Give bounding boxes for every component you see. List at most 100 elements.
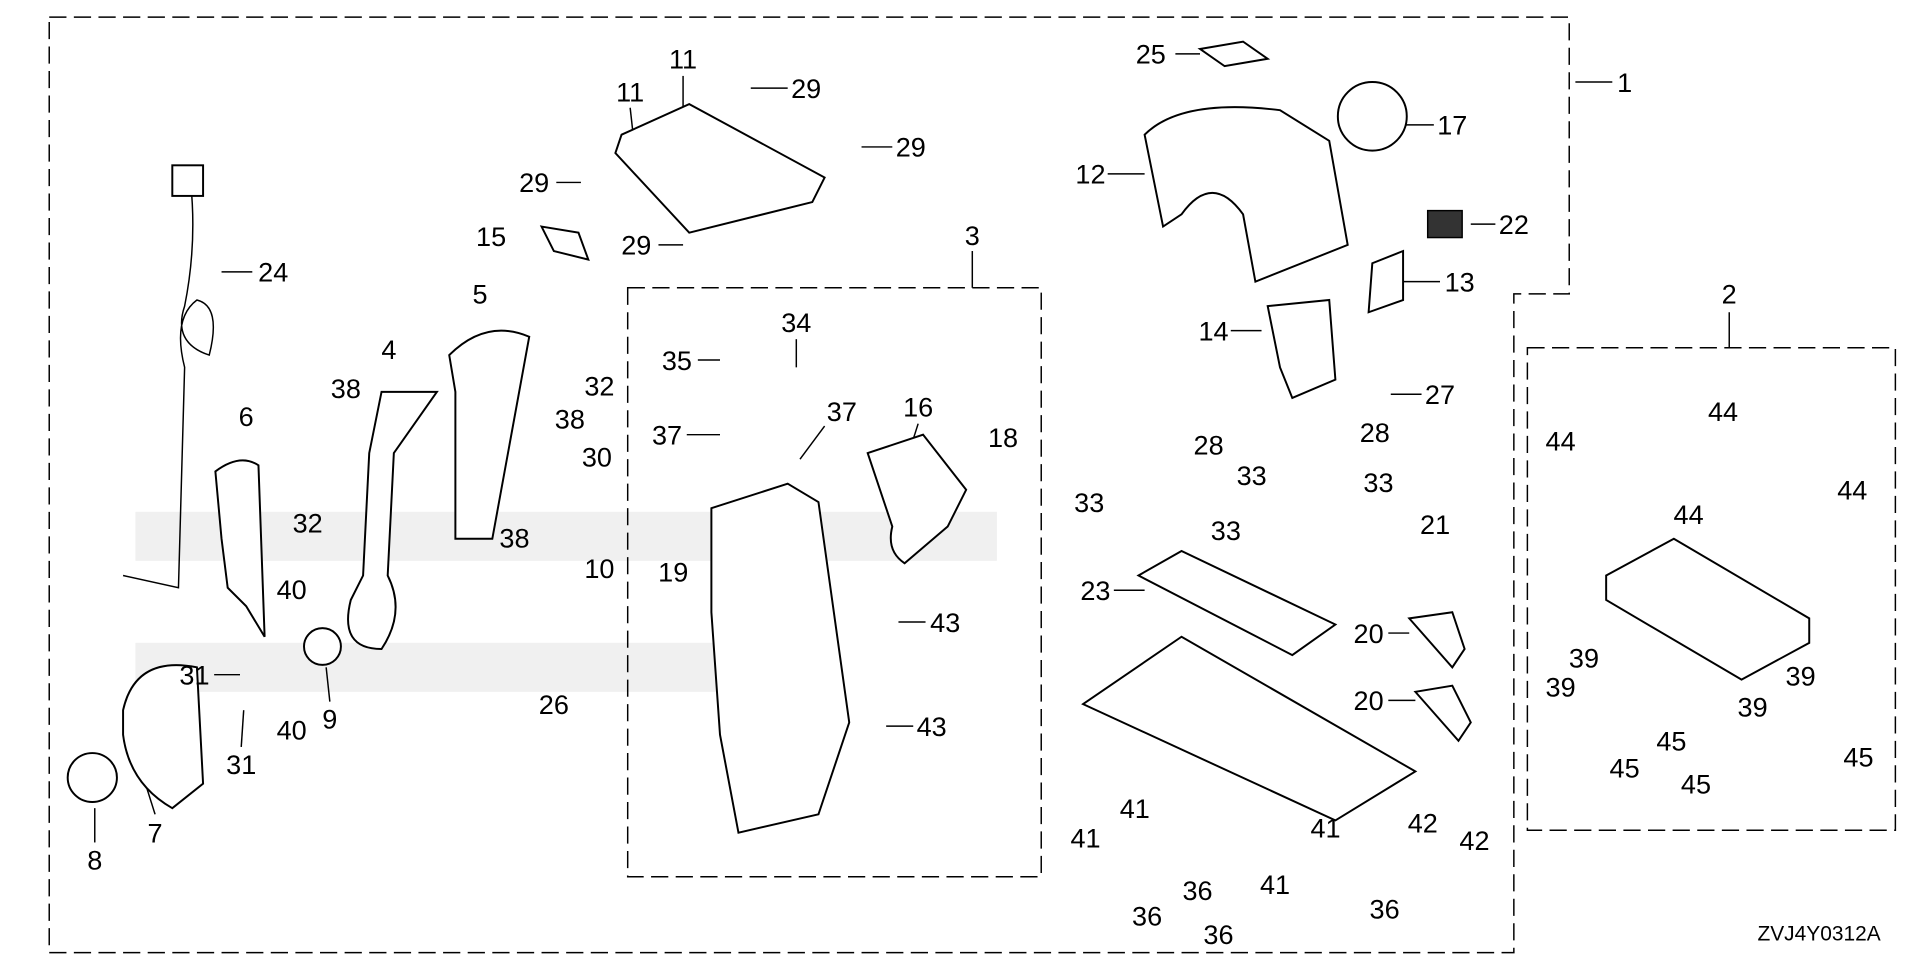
callout-label: 41 [1120,794,1150,824]
callout-label: 43 [917,712,947,742]
callout-label: 33 [1237,461,1267,491]
callout-label: 44 [1546,427,1576,457]
callout-label: 44 [1708,397,1738,427]
callout-label: 29 [896,133,926,163]
callout-label: 33 [1211,516,1241,546]
callout-label: 32 [293,509,323,539]
callout-label: 31 [226,750,256,780]
callout-label: 9 [322,705,337,735]
callout-label: 29 [519,168,549,198]
callout-label: 40 [277,575,307,605]
callout-label: 41 [1070,823,1100,853]
part-23-gasket [1136,549,1338,657]
callout-label: 27 [1425,380,1455,410]
watermark [135,511,997,692]
callout-label: 41 [1310,814,1340,844]
subassembly-box-2 [1526,347,1897,831]
callout-label: 40 [277,716,307,746]
callout-label: 36 [1203,920,1233,950]
callout-label: 35 [662,346,692,376]
part-7-housing [122,664,205,810]
callout-label: 39 [1569,643,1599,673]
part-3-control-box [710,482,851,834]
callout-labels: 1234567891011111213141516171819202021222… [87,40,1873,950]
callout-label: 3 [965,221,980,251]
callout-label: 24 [258,258,288,288]
callout-label: 16 [903,392,933,422]
part-17-ring [1336,81,1408,152]
callout-label: 15 [476,222,506,252]
callout-label: 42 [1408,809,1438,839]
reference-code: ZVJ4Y0312A [1757,922,1880,945]
subassembly-box-3 [626,287,1042,878]
part-5-lever-cover [448,329,531,540]
callout-label: 31 [179,661,209,691]
callout-label: 44 [1674,500,1704,530]
callout-label: 39 [1738,692,1768,722]
callout-label: 36 [1182,876,1212,906]
part-4-lever [347,390,439,650]
callout-label: 10 [584,554,614,584]
part-6-cover [214,459,266,638]
part-22-clip [1426,209,1463,239]
part-14-bracket [1266,298,1337,400]
callout-label: 8 [87,845,102,875]
callout-label: 11 [669,45,697,75]
callout-label: 26 [539,690,569,720]
callout-label: 45 [1656,727,1686,757]
callout-label: 32 [584,372,614,402]
callout-label: 18 [988,423,1018,453]
callout-label: 34 [781,308,811,338]
callout-label: 45 [1681,770,1711,800]
callout-label: 11 [616,78,644,108]
callout-label: 38 [555,405,585,435]
callout-label: 29 [791,74,821,104]
callout-label: 5 [472,280,487,310]
callout-label: 28 [1360,418,1390,448]
callout-label: 42 [1459,826,1489,856]
callout-label: 1 [1617,68,1632,98]
callout-label: 45 [1843,743,1873,773]
callout-label: 38 [499,523,529,553]
assembly-frame-1 [48,16,1570,954]
callout-label: 38 [331,374,361,404]
callout-label: 12 [1075,160,1105,190]
callout-label: 23 [1080,576,1110,606]
callout-label: 33 [1074,488,1104,518]
callout-label: 30 [582,443,612,473]
callout-label: 20 [1354,686,1384,716]
callout-label: 28 [1194,430,1224,460]
part-9-plate [303,627,342,666]
callout-label: 37 [652,421,682,451]
callout-label: 36 [1132,902,1162,932]
callout-label: 36 [1370,894,1400,924]
part-2-spacer [1605,537,1811,681]
callout-label: 20 [1354,619,1384,649]
part-16-plate [866,433,968,565]
callout-label: 22 [1499,210,1529,240]
part-15-clip [539,225,590,261]
part-20-link-b [1413,684,1472,743]
part-shapes [66,40,1811,834]
part-24-plug [171,164,205,197]
callout-label: 4 [381,335,396,365]
part-23-base-plate [1081,635,1418,822]
callout-label: 25 [1136,40,1166,70]
callout-label: 39 [1546,673,1576,703]
leader-lines [94,53,1730,843]
part-20-link-a [1407,611,1466,669]
callout-label: 19 [658,558,688,588]
callout-label: 33 [1363,468,1393,498]
part-11-plate [614,102,826,234]
callout-label: 45 [1610,754,1640,784]
part-24-cable [122,183,215,589]
callout-label: 13 [1445,267,1475,297]
callout-label: 39 [1786,662,1816,692]
callout-label: 17 [1437,111,1467,141]
part-13-panel [1367,249,1405,314]
callout-label: 2 [1722,280,1737,310]
callout-label: 14 [1198,316,1228,346]
callout-label: 37 [827,397,857,427]
callout-label: 41 [1260,870,1290,900]
